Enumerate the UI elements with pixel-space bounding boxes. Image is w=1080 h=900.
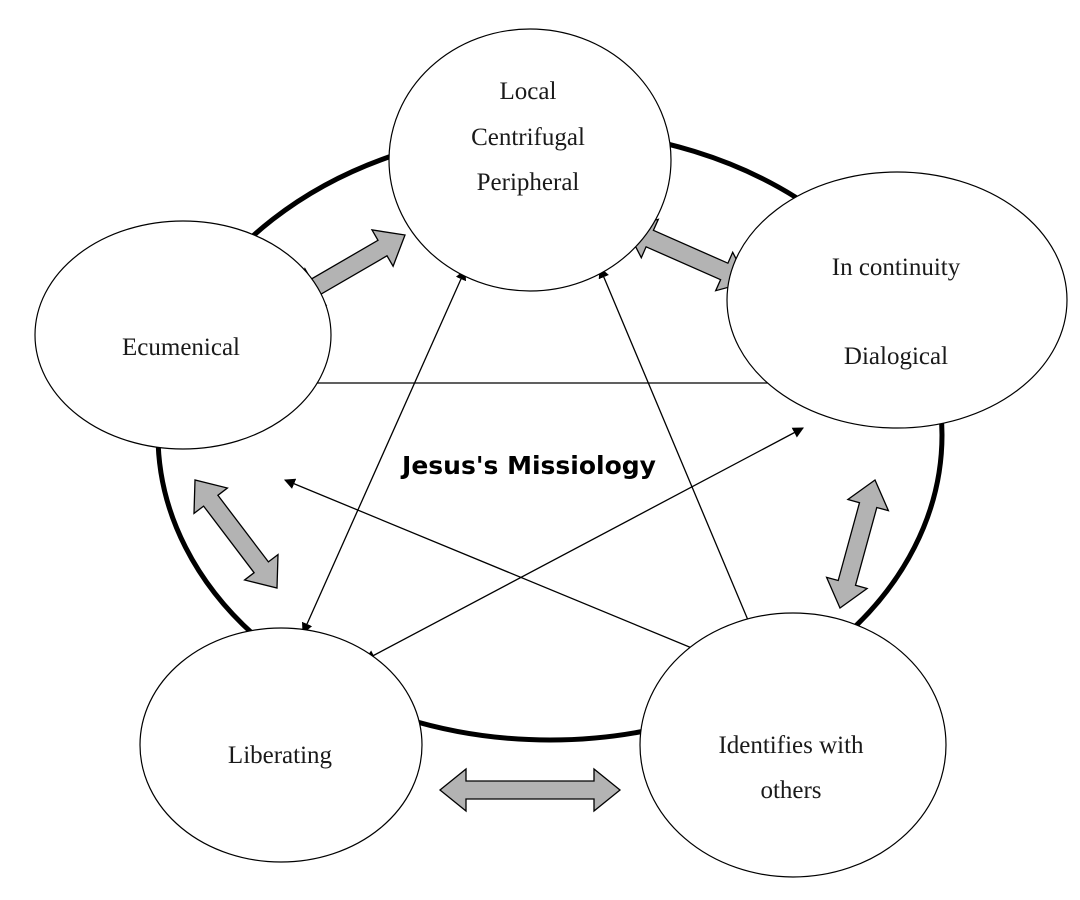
node-identifies-line-2: others <box>760 777 821 804</box>
node-labels: Local Centrifugal Peripheral In continui… <box>122 78 961 804</box>
block-arrow-continuity-identifies <box>825 479 890 609</box>
node-ecumenical-shape <box>34 220 332 450</box>
nodes <box>34 28 1068 878</box>
block-arrow-ecumenical-liberating <box>193 479 279 589</box>
node-continuity-line-2: Dialogical <box>844 343 948 370</box>
node-local-line-2: Centrifugal <box>471 124 585 151</box>
node-local-shape <box>388 28 672 292</box>
node-identifies-shape <box>639 612 947 878</box>
node-local-line-3: Peripheral <box>477 169 580 196</box>
node-continuity-shape <box>726 171 1068 429</box>
node-identifies-line-1: Identifies with <box>718 732 864 759</box>
node-liberating-shape <box>139 627 423 863</box>
block-arrow-liberating-identifies <box>438 767 622 813</box>
node-liberating-line-1: Liberating <box>228 742 333 769</box>
block-arrows <box>193 218 890 813</box>
node-continuity-line-1: In continuity <box>832 254 961 281</box>
arrow-continuity-liberating <box>364 427 804 661</box>
node-ecumenical-line-1: Ecumenical <box>122 334 240 361</box>
thin-arrows <box>270 266 804 667</box>
node-local-line-1: Local <box>500 78 557 105</box>
center-title: Jesus's Missiology <box>400 451 656 480</box>
arrow-ecumenical-identifies <box>283 478 735 667</box>
